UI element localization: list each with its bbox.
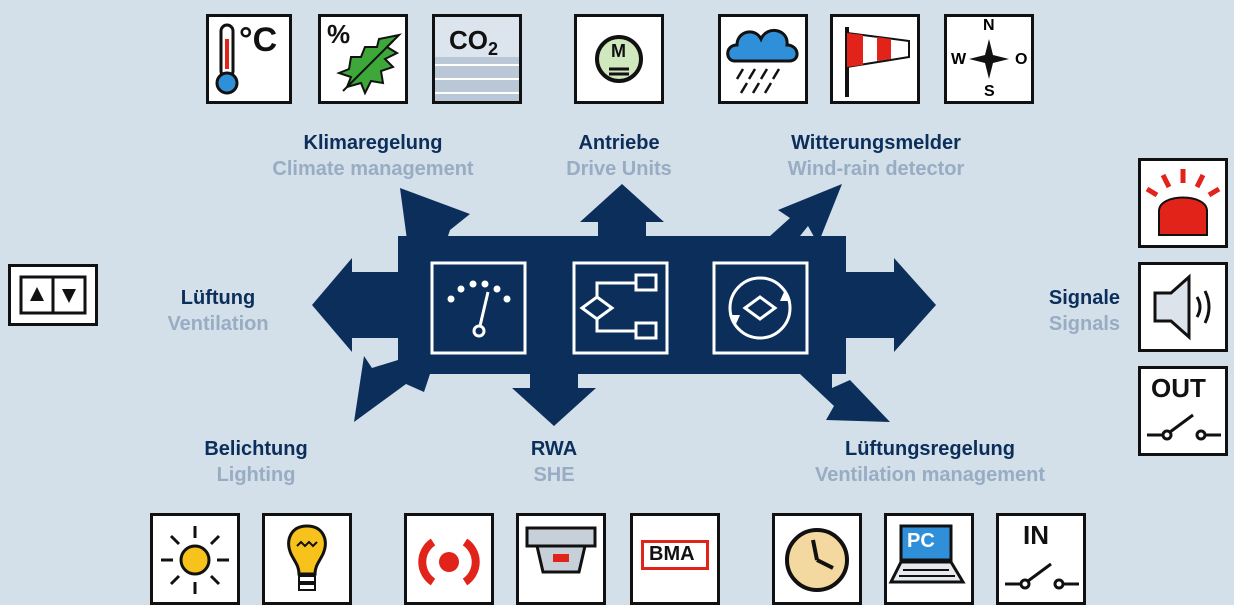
switch-contact-icon: [1147, 413, 1221, 441]
label-weather-en: Wind-rain detector: [787, 158, 965, 180]
thermometer-tile: °C: [206, 14, 292, 104]
co2-tile: CO2: [432, 14, 522, 104]
label-ventilation-de: Lüftung: [180, 287, 256, 309]
smoke-alarm-tile: [404, 513, 494, 605]
label-she-en: SHE: [533, 464, 575, 486]
windsock-icon: [845, 27, 910, 97]
rain-cloud-icon: [726, 29, 799, 94]
thermometer-icon: [215, 23, 239, 95]
label-climate-de: Klimaregelung: [303, 132, 443, 154]
compass-north: N: [983, 17, 995, 34]
arrow-down-right: [800, 374, 890, 422]
motor-tile: M: [574, 14, 664, 104]
bma-frame: [641, 540, 709, 570]
flowchart-icon: [572, 261, 669, 355]
compass-south: S: [984, 83, 995, 100]
label-weather: Witterungsmelder Wind-rain detector: [746, 130, 1006, 182]
alarm-signal-icon: [418, 538, 480, 586]
label-climate: Klimaregelung Climate management: [228, 130, 518, 182]
label-vent-mgmt: Lüftungsregelung Ventilation management: [770, 436, 1090, 488]
pc-text: PC: [907, 530, 935, 552]
speaker-tile: [1138, 262, 1228, 352]
motor-icon: [595, 35, 643, 83]
arrow-up-right: [770, 184, 842, 244]
humidity-tile: %: [318, 14, 408, 104]
label-ventilation: Lüftung Ventilation: [148, 285, 288, 337]
co2-air-icon: [435, 57, 519, 101]
label-drives-de: Antriebe: [578, 132, 660, 154]
compass-icon: [969, 39, 1009, 79]
laptop-icon: [888, 524, 966, 584]
label-drives-en: Drive Units: [566, 158, 672, 180]
label-lighting-en: Lighting: [216, 464, 296, 486]
label-she: RWA SHE: [504, 436, 604, 488]
alarm-light-tile: [1138, 158, 1228, 248]
arrow-down-center: [512, 374, 596, 426]
arrow-left: [312, 258, 398, 352]
label-ventilation-en: Ventilation: [167, 313, 269, 335]
rain-tile: [718, 14, 808, 104]
label-vent-mgmt-de: Lüftungsregelung: [845, 438, 1015, 460]
co2-text: CO: [449, 25, 488, 55]
label-weather-de: Witterungsmelder: [791, 132, 961, 154]
cycle-icon: [712, 261, 809, 355]
label-signals-de: Signale: [1048, 287, 1120, 309]
bma-text: BMA: [649, 543, 695, 565]
windsock-tile: [830, 14, 920, 104]
motor-text: M: [611, 41, 626, 61]
celsius-text: °C: [239, 21, 278, 59]
percent-text: %: [327, 19, 351, 49]
bma-tile: BMA: [630, 513, 720, 605]
arrow-right: [846, 258, 936, 352]
label-vent-mgmt-en: Ventilation management: [814, 464, 1046, 486]
label-signals-en: Signals: [1048, 313, 1120, 335]
alarm-light-icon: [1145, 169, 1221, 236]
arrow-up-center: [580, 184, 664, 236]
clock-icon: [785, 528, 849, 592]
arrow-up-left: [400, 188, 470, 262]
smoke-detector-icon: [525, 526, 597, 574]
label-lighting-de: Belichtung: [204, 438, 308, 460]
bulb-tile: [262, 513, 352, 605]
window-control-tile: [8, 264, 98, 326]
window-updown-icon: [19, 275, 87, 315]
in-text: IN: [1023, 520, 1049, 550]
light-bulb-icon: [287, 524, 327, 591]
arrow-down-left: [354, 356, 430, 422]
switch-contact-icon: [1005, 562, 1079, 590]
leaf-icon: [336, 33, 403, 96]
label-climate-en: Climate management: [272, 158, 474, 180]
label-lighting: Belichtung Lighting: [176, 436, 336, 488]
output-contact-tile: OUT: [1138, 366, 1228, 456]
clock-tile: [772, 513, 862, 605]
pc-tile: PC: [884, 513, 974, 605]
compass-tile: N W O S: [944, 14, 1034, 104]
sun-icon: [161, 526, 229, 594]
input-contact-tile: IN: [996, 513, 1086, 605]
smoke-detector-tile: [516, 513, 606, 605]
label-drives: Antriebe Drive Units: [534, 130, 704, 182]
out-text: OUT: [1151, 373, 1206, 403]
speaker-icon: [1153, 273, 1211, 341]
label-she-de: RWA: [530, 438, 578, 460]
compass-east: O: [1015, 51, 1028, 68]
gauge-icon: [430, 261, 527, 355]
compass-west: W: [951, 51, 967, 68]
sun-tile: [150, 513, 240, 605]
co2-subscript: 2: [488, 39, 499, 59]
label-signals: Signale Signals: [990, 285, 1120, 337]
